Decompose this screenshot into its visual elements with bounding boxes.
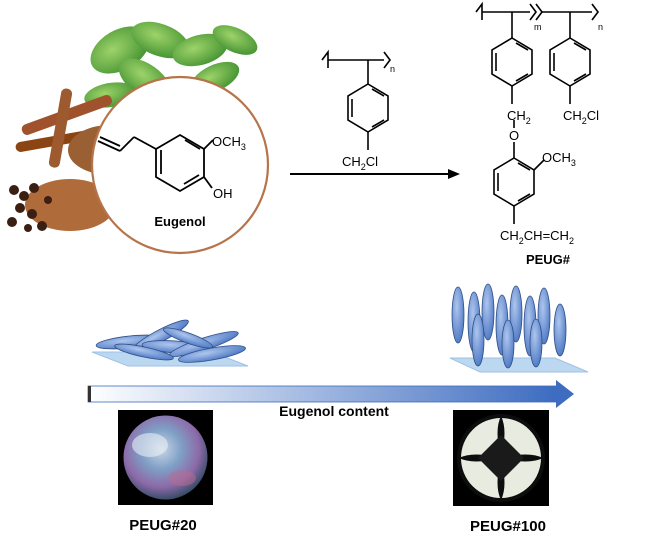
product-linker-ch2: CH2 [507, 108, 531, 126]
eugenol-name: Eugenol [154, 214, 205, 229]
reaction-arrow [290, 169, 460, 179]
product-oxygen: O [509, 128, 519, 143]
product-allyl: CH2CH=CH2 [500, 228, 574, 246]
eugenol-panel: OCH3 OH Eugenol [90, 75, 270, 255]
sample-label-peug100: PEUG#100 [470, 518, 546, 535]
reagent-n: n [390, 64, 395, 74]
pom-image-peug20 [118, 410, 213, 505]
product-structure: m n CH2 O CH2Cl OCH3 CH2CH=CH2 PEUG# [475, 1, 603, 267]
sample-label-peug20: PEUG#20 [129, 517, 197, 534]
spice-illustration [7, 21, 258, 232]
product-name: PEUG# [526, 252, 571, 267]
spice-pile-2 [25, 179, 115, 231]
eugenol-ring [97, 133, 214, 193]
product-ch2cl: CH2Cl [563, 108, 599, 126]
product-n: n [598, 22, 603, 32]
homeotropic-substrate [449, 357, 589, 373]
eugenol-methoxy: OCH3 [212, 134, 246, 152]
reagent-ch2cl: CH2Cl [342, 154, 378, 172]
pom-image-peug100 [453, 410, 549, 506]
mint-leaves [84, 21, 258, 108]
product-methoxy: OCH3 [542, 150, 576, 168]
reagent-structure: n CH2Cl [321, 49, 395, 172]
eugenol-circle [90, 75, 270, 255]
eugenol-hydroxyl: OH [213, 186, 233, 201]
homeotropic-alignment [449, 283, 589, 373]
planar-alignment [91, 319, 249, 367]
content-gradient-arrow [87, 380, 574, 408]
cloves [7, 183, 52, 232]
product-m: m [534, 22, 542, 32]
content-axis-label: Eugenol content [279, 403, 389, 419]
